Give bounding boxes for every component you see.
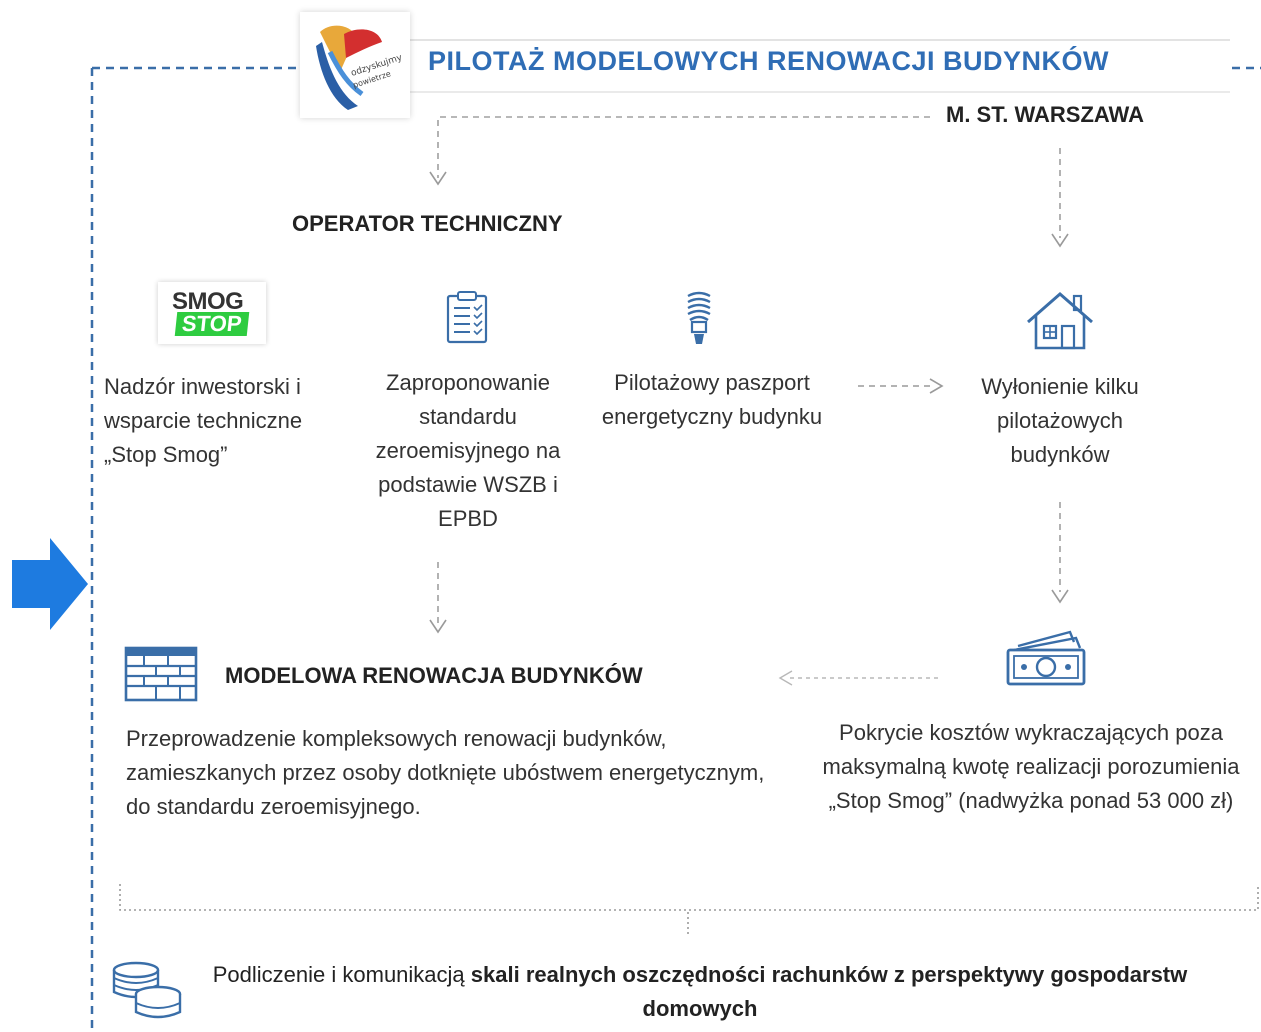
operator-label: OPERATOR TECHNICZNY [292, 211, 563, 236]
stop-logo-bottom-text: STOP [174, 311, 249, 336]
model-renovation-title: MODELOWA RENOWACJA BUDYNKÓW [225, 663, 643, 688]
clipboard-checklist-icon [446, 291, 488, 344]
model-renovation-description: Przeprowadzenie kompleksowych renowacji … [126, 726, 765, 819]
city-to-operator-arrowhead [429, 171, 447, 186]
money-bill-icon [1006, 630, 1086, 686]
smog-stop-logo: SMOG STOP [158, 282, 266, 344]
city-label: M. ST. WARSZAWA [946, 102, 1144, 127]
summary-text-bold: skali realnych oszczędności rachunków z … [470, 962, 1188, 1021]
cost-coverage-text: Pokrycie kosztów wykraczających poza mak… [822, 720, 1240, 813]
logo-box: odzyskujmy powietrze [300, 12, 410, 118]
city-to-operator-line [437, 116, 930, 178]
house-icon [1027, 292, 1093, 350]
brick-wall-icon [124, 646, 198, 702]
summary-bracket [119, 884, 1259, 911]
smog-step-text: Nadzór inwestorski i wsparcie techniczne… [104, 374, 303, 467]
lightbulb-icon [687, 291, 711, 344]
passport-to-selection-arrowhead [929, 378, 944, 394]
standard-step-text: Zaproponowanie standardu zeroemisyjnego … [375, 370, 561, 531]
summary-text-normal: Podliczenie i komunikacją [212, 962, 471, 987]
selection-step-text: Wyłonienie kilku pilotażowych budynków [981, 374, 1139, 467]
coins-icon [112, 961, 182, 1019]
cost-to-model-arrowhead [778, 670, 793, 686]
odzyskujemy-logo-icon: odzyskujmy powietrze [316, 25, 404, 110]
big-blue-arrow [12, 538, 88, 630]
smog-logo-top-text: SMOG [172, 288, 244, 315]
standard-to-model-arrowhead [429, 619, 447, 634]
selection-to-cost-arrowhead [1051, 589, 1069, 604]
page-title: PILOTAŻ MODELOWYCH RENOWACJI BUDYNKÓW [428, 46, 1109, 76]
city-to-selection-arrowhead [1051, 233, 1069, 248]
summary-text: Podliczenie i komunikacją skali realnych… [200, 958, 1200, 1026]
passport-step-text: Pilotażowy paszport energetyczny budynku [601, 370, 823, 429]
